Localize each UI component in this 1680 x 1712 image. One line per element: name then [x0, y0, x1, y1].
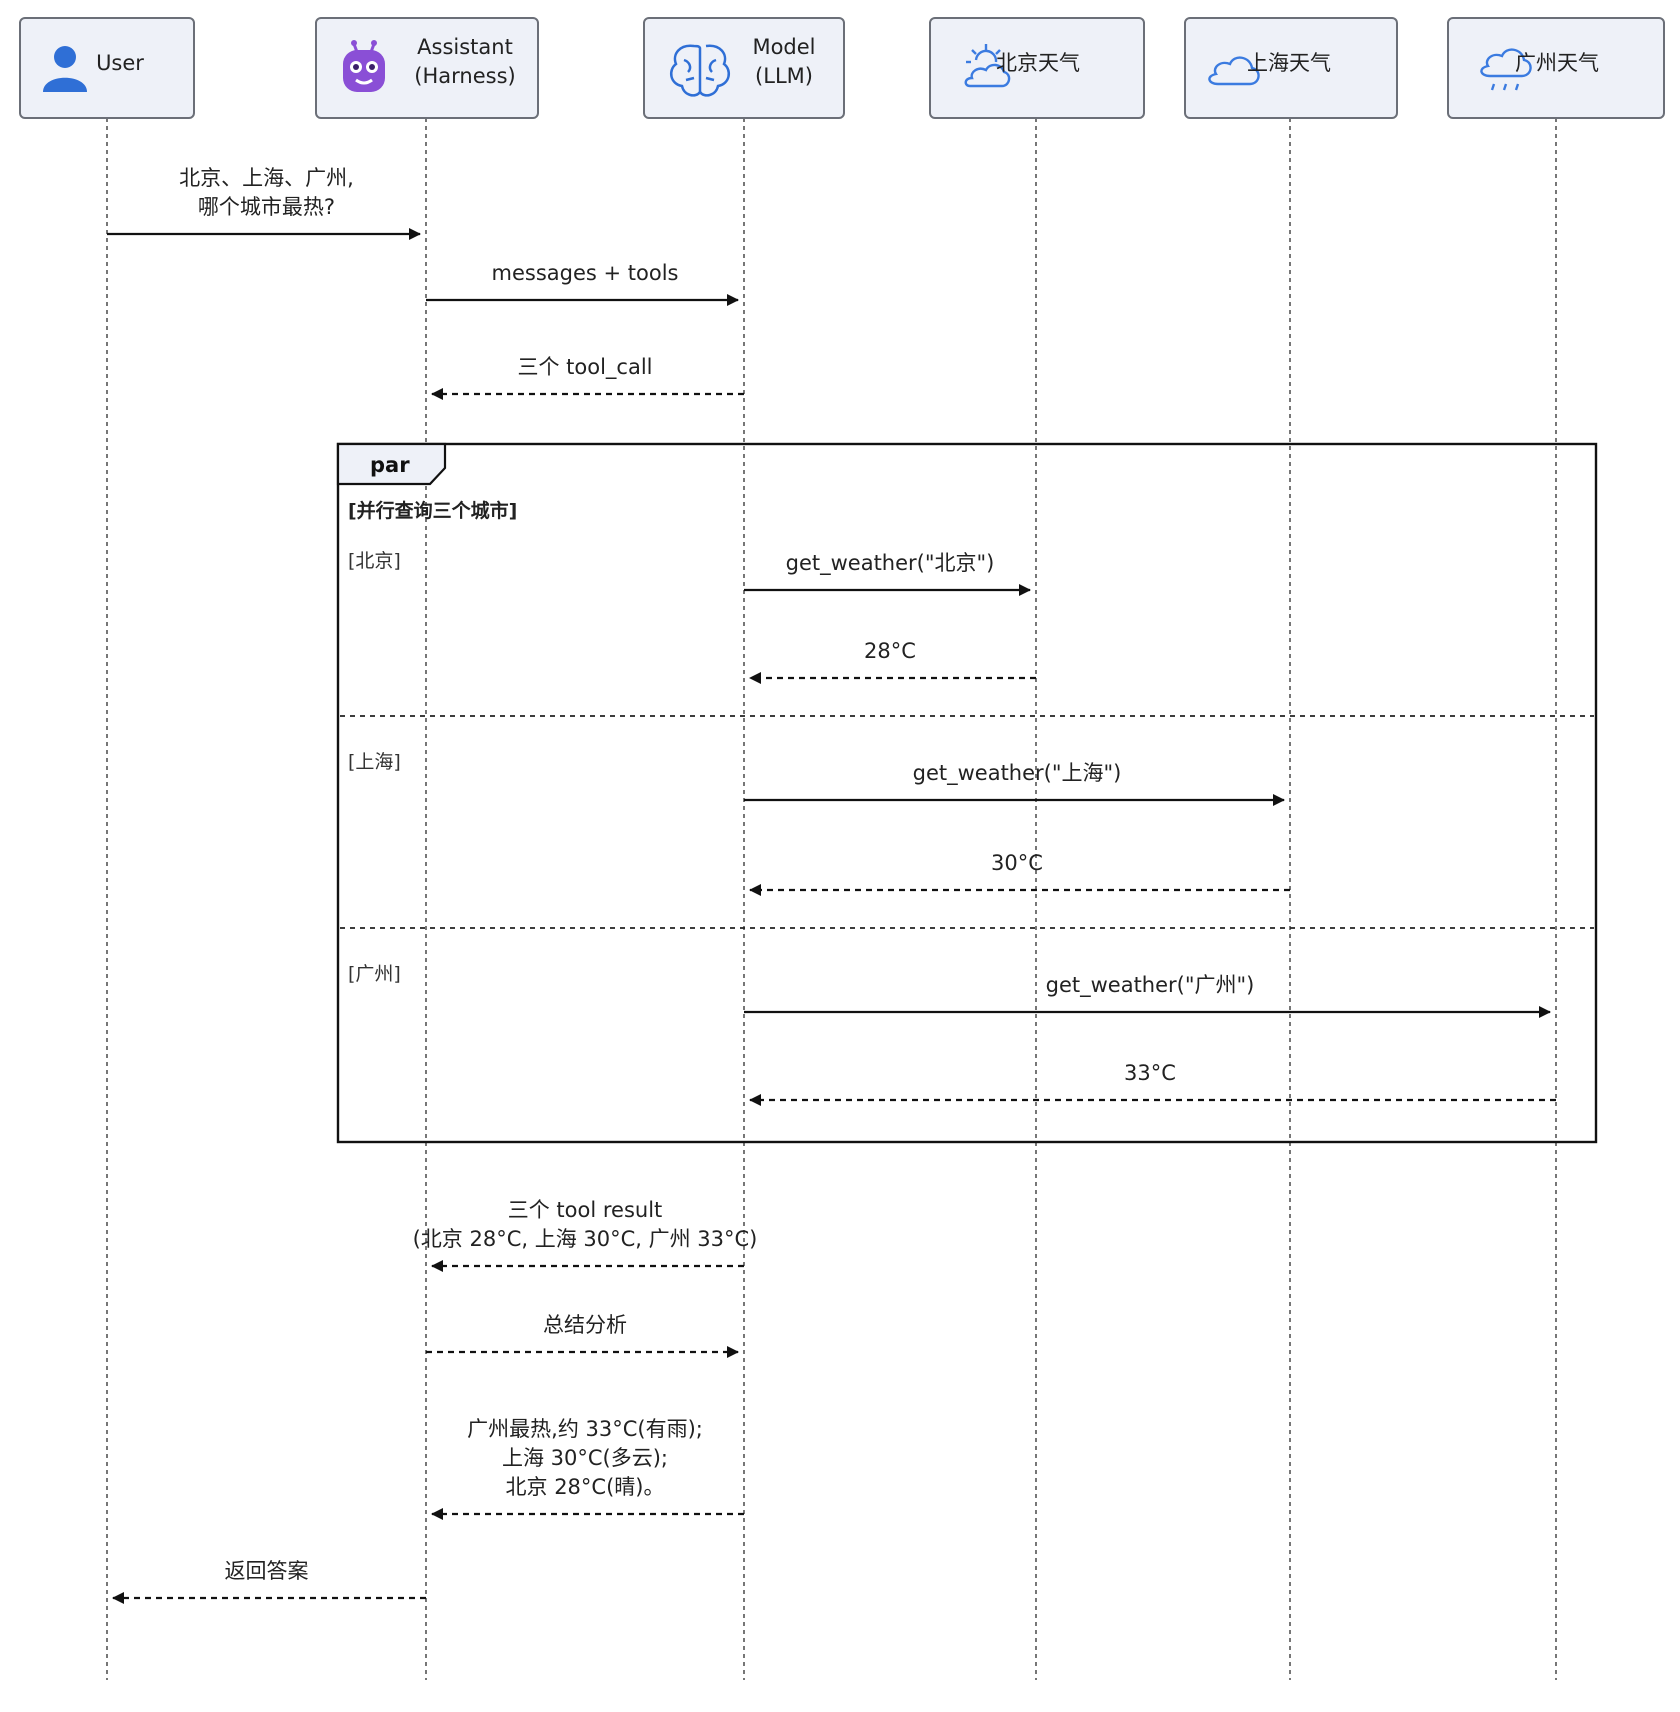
- participant-label-beijing-weather: 北京天气: [996, 51, 1080, 75]
- branch-label-shanghai: [上海]: [348, 751, 401, 773]
- message-9: 33°C: [749, 1061, 1556, 1106]
- participant-label-line: 广州天气: [1515, 51, 1599, 75]
- robot-icon: [343, 40, 385, 92]
- branch-label-guangzhou: [广州]: [348, 963, 401, 985]
- message-label-line: 哪个城市最热?: [198, 195, 335, 219]
- sun-cloud-icon: [964, 44, 1011, 88]
- message-label: 33°C: [1124, 1061, 1176, 1085]
- message-8: get_weather("广州"): [744, 973, 1551, 1018]
- participant-label-model: Model (LLM): [752, 35, 815, 88]
- message-6: get_weather("上海"): [744, 761, 1285, 806]
- message-label-line: messages + tools: [492, 261, 679, 285]
- message-label-line: get_weather("北京"): [786, 551, 995, 576]
- par-guard: [并行查询三个城市]: [348, 499, 517, 522]
- message-label-line: 30°C: [991, 851, 1043, 875]
- message-label-line: 北京 28°C(晴)。: [506, 1475, 665, 1499]
- lifelines: [106, 118, 1557, 1680]
- rain-cloud-icon: [1480, 48, 1532, 91]
- message-label: messages + tools: [492, 261, 679, 285]
- participant-label-line: Model: [752, 35, 815, 59]
- participant-label-line: 北京天气: [996, 51, 1080, 75]
- participant-model: Model (LLM): [643, 17, 845, 119]
- participant-label-shanghai-weather: 上海天气: [1247, 51, 1331, 75]
- participant-user: User: [19, 17, 195, 119]
- message-label: 三个 tool result (北京 28°C, 上海 30°C, 广州 33°C…: [413, 1198, 758, 1251]
- message-label: 返回答案: [225, 1559, 309, 1583]
- participant-label-assistant: Assistant (Harness): [414, 35, 515, 88]
- participant-label-user: User: [96, 51, 144, 75]
- message-label: get_weather("上海"): [913, 761, 1122, 786]
- par-frame-tab: [336, 442, 447, 486]
- message-7: 30°C: [749, 851, 1290, 896]
- participant-label-line: (LLM): [755, 64, 813, 88]
- par-frame: par [并行查询三个城市] [北京] [上海] [广州]: [336, 442, 1598, 1144]
- message-label-line: get_weather("上海"): [913, 761, 1122, 786]
- message-12: 广州最热,约 33°C(有雨); 上海 30°C(多云); 北京 28°C(晴)。: [431, 1417, 744, 1520]
- participant-assistant: Assistant (Harness): [315, 17, 539, 119]
- message-3: 三个 tool_call: [431, 355, 744, 400]
- participant-label-line: (Harness): [414, 64, 515, 88]
- message-label-line: 广州最热,约 33°C(有雨);: [467, 1417, 703, 1441]
- message-label-line: 总结分析: [543, 1313, 627, 1337]
- message-label-line: 北京、上海、广州,: [179, 166, 354, 190]
- message-11: 总结分析: [426, 1313, 739, 1358]
- message-label: 28°C: [864, 639, 916, 663]
- participant-beijing-weather: 北京天气: [929, 17, 1145, 119]
- message-label-line: 28°C: [864, 639, 916, 663]
- message-label: 总结分析: [543, 1313, 627, 1337]
- message-label: 三个 tool_call: [517, 355, 652, 380]
- message-10: 三个 tool result (北京 28°C, 上海 30°C, 广州 33°C…: [413, 1198, 758, 1272]
- par-operator: par: [370, 453, 410, 477]
- message-label: 广州最热,约 33°C(有雨); 上海 30°C(多云); 北京 28°C(晴)。: [467, 1417, 703, 1499]
- participant-label-line: Assistant: [417, 35, 513, 59]
- message-label-line: 上海 30°C(多云);: [502, 1446, 668, 1470]
- participant-shanghai-weather: 上海天气: [1184, 17, 1398, 119]
- message-label-line: 三个 tool_call: [517, 355, 652, 380]
- message-label-line: 三个 tool result: [508, 1198, 663, 1222]
- message-1: 北京、上海、广州, 哪个城市最热?: [107, 166, 421, 240]
- participant-label-line: 上海天气: [1247, 51, 1331, 75]
- brain-icon: [669, 44, 731, 97]
- participant-label-line: User: [96, 51, 144, 75]
- message-label-line: get_weather("广州"): [1046, 973, 1255, 998]
- participant-guangzhou-weather: 广州天气: [1447, 17, 1665, 119]
- message-4: get_weather("北京"): [744, 551, 1031, 596]
- message-label-line: (北京 28°C, 上海 30°C, 广州 33°C): [413, 1227, 758, 1251]
- participant-label-guangzhou-weather: 广州天气: [1515, 51, 1599, 75]
- message-label: get_weather("北京"): [786, 551, 995, 576]
- message-2: messages + tools: [426, 261, 739, 306]
- user-icon: [43, 46, 87, 92]
- messages: 北京、上海、广州, 哪个城市最热? messages + tools 三个 tool_…: [107, 166, 1556, 1604]
- message-label: 北京、上海、广州, 哪个城市最热?: [179, 166, 354, 219]
- message-label-line: 返回答案: [225, 1559, 309, 1583]
- message-label: 30°C: [991, 851, 1043, 875]
- message-label-line: 33°C: [1124, 1061, 1176, 1085]
- message-label: get_weather("广州"): [1046, 973, 1255, 998]
- message-13: 返回答案: [112, 1559, 426, 1604]
- par-frame-border: [336, 442, 1598, 1144]
- branch-label-beijing: [北京]: [348, 550, 401, 572]
- message-5: 28°C: [749, 639, 1036, 684]
- cloud-icon: [1208, 56, 1260, 86]
